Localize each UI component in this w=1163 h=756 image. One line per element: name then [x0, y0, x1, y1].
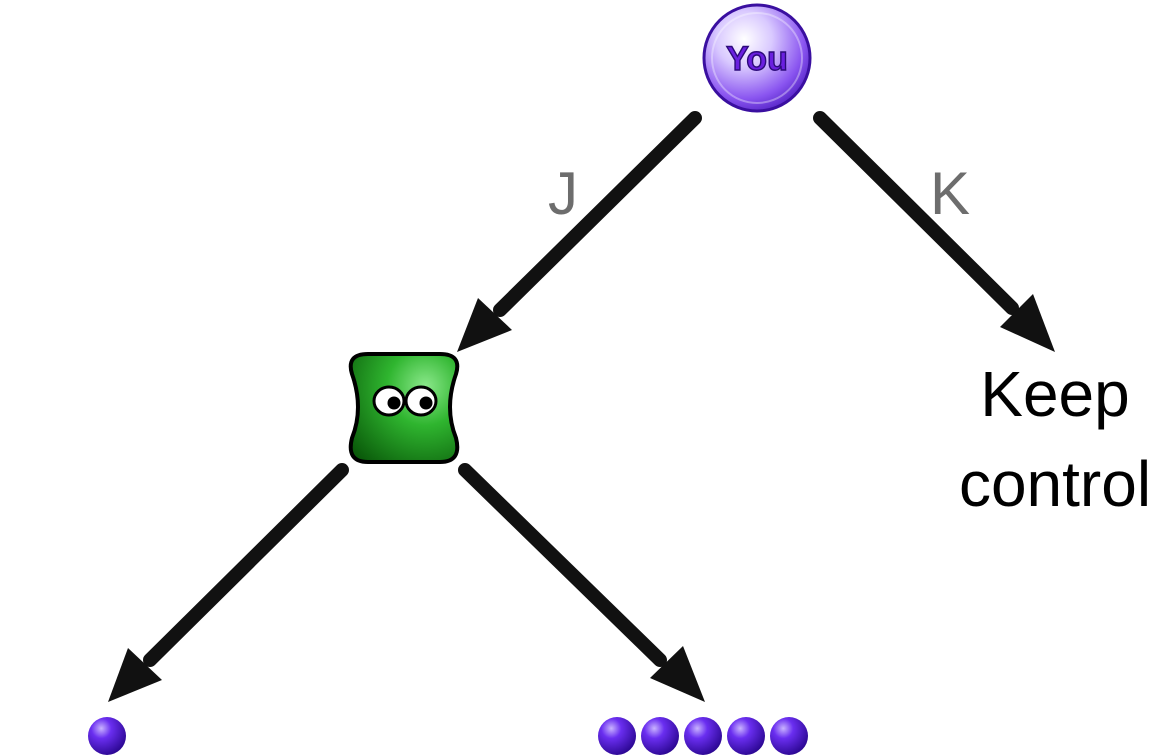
coin-icon	[598, 717, 636, 755]
keep-control-line2: control	[959, 448, 1151, 520]
arrow-agent-to-right-leaf	[458, 463, 705, 702]
coin-icon	[641, 717, 679, 755]
edge-label-left: J	[548, 160, 578, 227]
leaf-right-coins	[598, 717, 808, 755]
root-node-you: You	[702, 3, 812, 113]
arrow-you-to-agent	[457, 111, 702, 352]
agent-eyes-icon	[372, 385, 438, 417]
leaf-left-coins	[88, 717, 126, 755]
edge-label-right: K	[930, 160, 970, 227]
root-node-label: You	[726, 40, 788, 78]
coin-icon	[684, 717, 722, 755]
keep-control-line1: Keep	[980, 358, 1129, 430]
agent-node	[348, 352, 460, 464]
arrow-you-to-keep-control	[813, 111, 1055, 352]
coin-icon	[727, 717, 765, 755]
arrow-agent-to-left-leaf	[108, 463, 349, 702]
coin-icon	[770, 717, 808, 755]
agent-body	[348, 352, 460, 464]
coin-icon	[88, 717, 126, 755]
